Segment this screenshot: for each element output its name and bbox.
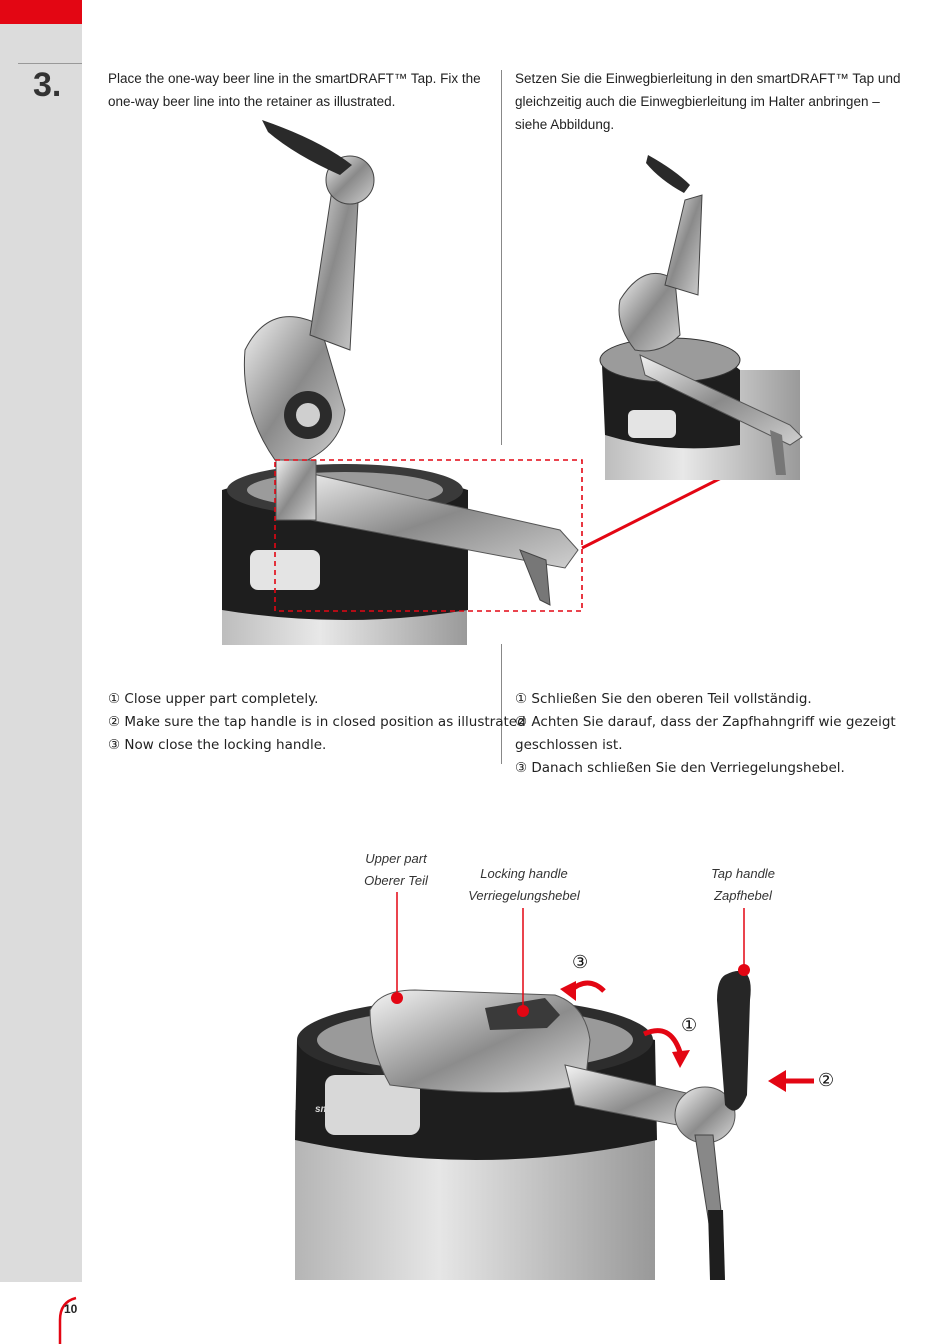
instruction-en-item: ① Close upper part completely. xyxy=(108,691,319,707)
locking-rotate-arrow xyxy=(560,980,606,1001)
page-sidebar xyxy=(0,0,82,1282)
keg-logo-small: smart xyxy=(315,1104,343,1115)
locking-handle-leader xyxy=(517,908,529,1017)
keg-detail-illustration xyxy=(599,155,803,480)
instruction-de-item: ② Achten Sie darauf, dass der Zapfhahngr… xyxy=(515,714,896,753)
locking-handle-label: Locking handle Verriegelungshebel xyxy=(458,863,590,907)
marker-3: ③ xyxy=(572,952,589,973)
detail-callout-box xyxy=(274,459,583,612)
sidebar-red-tab xyxy=(0,0,82,24)
intro-de-line2: gleichzeitig auch die Einwegbierleitung … xyxy=(515,94,880,109)
keg-closed-tap-illustration: smart DRAFT xyxy=(295,970,751,1280)
locking-handle-label-en: Locking handle xyxy=(480,866,568,881)
tap-handle-label-de: Zapfhebel xyxy=(714,888,772,903)
intro-en-line2: one-way beer line into the retainer as i… xyxy=(108,94,396,109)
instruction-en-item: ② Make sure the tap handle is in closed … xyxy=(108,714,526,730)
tap-handle-label: Tap handle Zapfhebel xyxy=(698,863,788,907)
intro-de-line3: siehe Abbildung. xyxy=(515,117,615,132)
intro-en-line1: Place the one-way beer line in the smart… xyxy=(108,71,481,86)
locking-handle-label-de: Verriegelungshebel xyxy=(468,888,580,903)
upper-part-label-en: Upper part xyxy=(365,851,427,866)
keg-open-tap-illustration xyxy=(222,120,579,645)
instruction-en-item: ③ Now close the locking handle. xyxy=(108,737,327,753)
page-number: 10 xyxy=(64,1302,78,1316)
tap-handle-label-en: Tap handle xyxy=(711,866,775,881)
intro-en: Place the one-way beer line in the smart… xyxy=(108,67,481,113)
intro-de: Setzen Sie die Einwegbierleitung in den … xyxy=(515,67,900,136)
step-rule xyxy=(18,63,82,64)
instruction-de-item: ① Schließen Sie den oberen Teil vollstän… xyxy=(515,691,812,707)
marker-1: ① xyxy=(681,1015,698,1036)
tap-push-arrow xyxy=(768,1070,814,1092)
instructions-en: ① Close upper part completely. ② Make su… xyxy=(108,688,526,757)
column-divider-middle xyxy=(501,644,502,764)
step-number: 3. xyxy=(33,66,62,104)
tap-handle-leader xyxy=(738,908,750,976)
keg-logo-big: DRAFT xyxy=(337,1115,407,1137)
intro-de-line1: Setzen Sie die Einwegbierleitung in den … xyxy=(515,71,901,86)
upper-part-label: Upper part Oberer Teil xyxy=(352,848,440,892)
instructions-de: ① Schließen Sie den oberen Teil vollstän… xyxy=(515,688,950,780)
page-number-arc xyxy=(58,1296,77,1344)
column-divider-top xyxy=(501,70,502,445)
instruction-de-item: ③ Danach schließen Sie den Verriegelungs… xyxy=(515,760,845,776)
upper-part-leader xyxy=(391,892,403,1004)
upper-close-arrow xyxy=(642,1028,690,1068)
marker-2: ② xyxy=(818,1070,835,1091)
upper-part-label-de: Oberer Teil xyxy=(364,873,428,888)
